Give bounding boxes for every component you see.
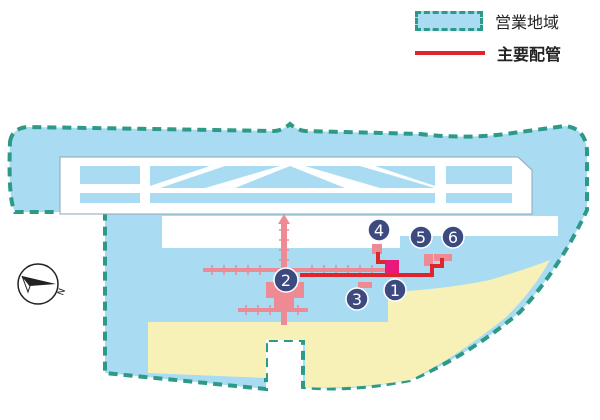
- compass-north-label: N: [56, 287, 68, 297]
- main-pipeline-swatch: [415, 51, 485, 55]
- marker-3[interactable]: 3: [345, 287, 369, 311]
- marker-6-label: 6: [448, 228, 458, 247]
- legend-item-business-area: 営業地域: [415, 8, 559, 34]
- marker-4-label: 4: [374, 221, 384, 240]
- marker-5-label: 5: [416, 228, 426, 247]
- marker-2[interactable]: 2: [273, 267, 299, 293]
- legend-item-main-pipeline: 主要配管: [415, 40, 561, 66]
- business-area-label: 営業地域: [495, 13, 560, 32]
- sand-area: [148, 260, 550, 388]
- pipeline-junction: [385, 260, 399, 274]
- north-arrow-icon: N: [17, 263, 68, 305]
- marker-6[interactable]: 6: [441, 225, 465, 249]
- marker-4[interactable]: 4: [367, 218, 391, 242]
- marker-1-label: 1: [390, 281, 400, 300]
- business-area-swatch: [415, 11, 483, 31]
- legend: 営業地域 主要配管: [415, 8, 595, 68]
- marker-2-label: 2: [281, 271, 291, 290]
- terminal-block: [162, 216, 558, 248]
- main-pipeline-label: 主要配管: [497, 45, 562, 64]
- marker-1[interactable]: 1: [383, 278, 407, 302]
- taxiway-stripes: [80, 166, 512, 203]
- marker-3-label: 3: [352, 290, 362, 309]
- marker-5[interactable]: 5: [409, 225, 433, 249]
